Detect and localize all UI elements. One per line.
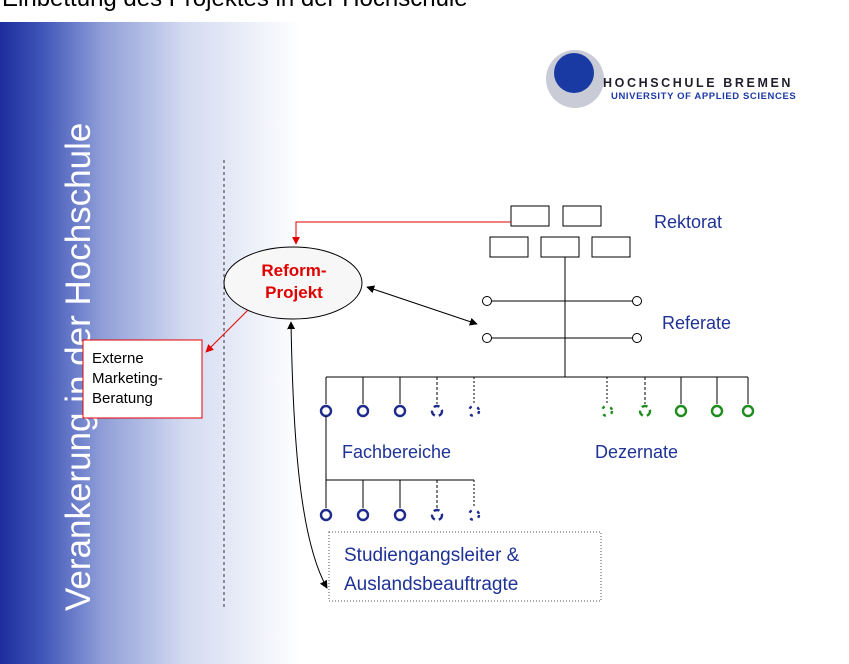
- external-consulting-box: [82, 339, 203, 419]
- reform-project-ellipse: [223, 246, 363, 320]
- reform-project-line: Reform-: [261, 261, 327, 280]
- rektorat-to-project-arrow: [292, 221, 511, 245]
- reform-project-label: Reform- Projekt: [240, 260, 348, 304]
- dezernat-node: [710, 404, 724, 418]
- fachbereich-node: [356, 404, 370, 418]
- referate-label: Referate: [662, 313, 732, 333]
- studiengang-node: [467, 508, 481, 522]
- referat-node: [632, 333, 642, 343]
- studiengang-node: [319, 508, 333, 522]
- dezernate-label: Dezernate: [595, 442, 679, 462]
- studiengang-label: Studiengangsleiter & Auslandsbeauftragte: [344, 541, 519, 599]
- fachbereich-node: [393, 404, 407, 418]
- logo-subtitle: UNIVERSITY OF APPLIED SCIENCES: [611, 91, 797, 102]
- logo-name: HOCHSCHULE BREMEN: [603, 76, 794, 90]
- dezernat-node: [638, 404, 652, 418]
- studiengang-branch: [325, 416, 475, 508]
- external-consulting-label: Externe Marketing- Beratung: [92, 349, 163, 409]
- slide-title: Einbettung des Projektes in der Hochschu…: [2, 0, 468, 11]
- reform-project-line: Projekt: [265, 283, 323, 302]
- external-consulting-line: Beratung: [92, 390, 153, 407]
- referat-node: [632, 296, 642, 306]
- referat-node: [482, 333, 492, 343]
- external-consulting-line: Externe: [92, 350, 144, 367]
- project-studiengang-arrow: [287, 321, 328, 589]
- dezernat-node: [674, 404, 688, 418]
- rektorat-box: [489, 236, 529, 258]
- studiengang-box: [328, 531, 602, 602]
- external-consulting-line: Marketing-: [92, 370, 163, 387]
- referat-node: [482, 296, 492, 306]
- rektorat-box: [510, 205, 550, 227]
- studiengang-line: Studiengangsleiter &: [344, 545, 520, 566]
- fachbereich-node: [430, 404, 444, 418]
- fachbereich-nodes: [319, 404, 481, 418]
- rektorat-label: Rektorat: [654, 212, 723, 232]
- project-to-consulting-arrow: [205, 309, 249, 353]
- university-logo: HOCHSCHULE BREMEN UNIVERSITY OF APPLIED …: [546, 50, 849, 108]
- rektorat-boxes: [489, 205, 631, 258]
- fachbereiche-label: Fachbereiche: [342, 442, 452, 462]
- rektorat-box: [562, 205, 602, 227]
- studiengang-node: [356, 508, 370, 522]
- studiengang-node: [393, 508, 407, 522]
- studiengang-node: [430, 508, 444, 522]
- fachbereich-node: [319, 404, 333, 418]
- referate-rails: [482, 296, 642, 343]
- dezernat-drops: [606, 377, 749, 404]
- dezernat-node: [600, 404, 614, 418]
- dezernat-nodes: [600, 404, 755, 418]
- fachbereich-drops: [325, 377, 475, 404]
- studiengang-line: Auslandsbeauftragte: [344, 574, 519, 595]
- rektorat-box: [591, 236, 631, 258]
- project-referate-arrow: [366, 285, 478, 326]
- dezernat-node: [741, 404, 755, 418]
- studiengang-nodes: [319, 508, 481, 522]
- fachbereich-node: [467, 404, 481, 418]
- rektorat-box: [540, 236, 580, 258]
- logo-dot-icon: [554, 53, 594, 93]
